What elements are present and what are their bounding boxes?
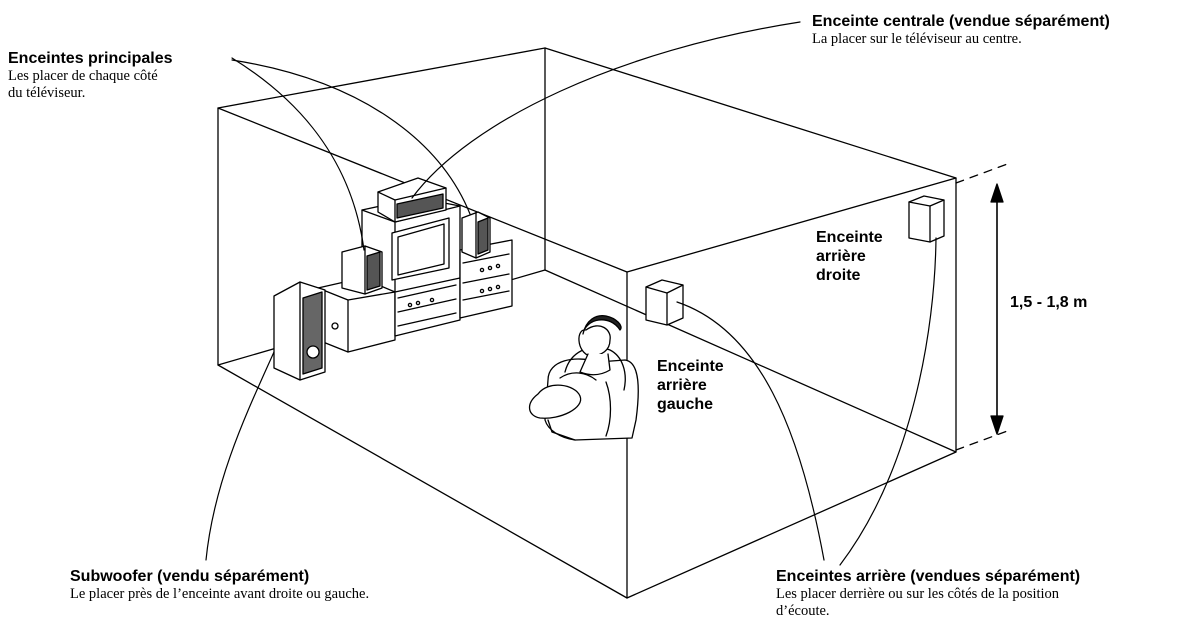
rear-right-label: Enceinte arrière droite xyxy=(816,228,883,285)
main-speakers-label: Enceintes principales Les placer de chaq… xyxy=(8,49,173,102)
front-speaker-left xyxy=(341,245,383,295)
leader-lines xyxy=(205,21,937,566)
rear-left-label: Enceinte arrière gauche xyxy=(657,357,724,414)
subwoofer xyxy=(273,281,326,381)
center-speaker-title: Enceinte centrale (vendue séparément) xyxy=(812,13,1110,30)
listener-armchair xyxy=(528,314,639,441)
center-speaker-desc: La placer sur le téléviseur au centre. xyxy=(812,31,1022,47)
main-speakers-desc-1: Les placer de chaque côté xyxy=(8,68,158,84)
height-label: 1,5 - 1,8 m xyxy=(1010,294,1088,311)
rear-right-line-1: Enceinte xyxy=(816,229,883,246)
rear-right-line-2: arrière xyxy=(816,248,866,265)
rear-left-line-1: Enceinte xyxy=(657,358,724,375)
height-dimension xyxy=(955,162,1011,451)
rear-speakers-label: Enceintes arrière (vendues séparément) L… xyxy=(776,567,1080,620)
rear-left-line-2: arrière xyxy=(657,377,707,394)
av-components xyxy=(394,239,513,337)
main-speakers-desc-2: du téléviseur. xyxy=(8,85,86,101)
rear-speakers-desc-1: Les placer derrière ou sur les côtés de … xyxy=(776,586,1060,602)
center-speaker xyxy=(377,177,447,223)
subwoofer-title: Subwoofer (vendu séparément) xyxy=(70,568,310,585)
rear-speakers-title: Enceintes arrière (vendues séparément) xyxy=(776,568,1081,585)
center-speaker-label: Enceinte centrale (vendue séparément) La… xyxy=(812,12,1110,48)
rear-speaker-left xyxy=(645,279,684,326)
rear-speaker-right xyxy=(908,195,945,243)
rear-right-line-3: droite xyxy=(816,267,861,284)
rear-left-line-3: gauche xyxy=(657,396,714,413)
av-cabinet-left xyxy=(317,277,396,353)
main-speakers-title: Enceintes principales xyxy=(8,50,173,67)
rear-speakers-desc-2: d’écoute. xyxy=(776,603,830,619)
subwoofer-desc: Le placer près de l’enceinte avant droit… xyxy=(70,586,370,602)
subwoofer-label: Subwoofer (vendu séparément) Le placer p… xyxy=(70,567,369,603)
front-speaker-right xyxy=(461,211,491,259)
